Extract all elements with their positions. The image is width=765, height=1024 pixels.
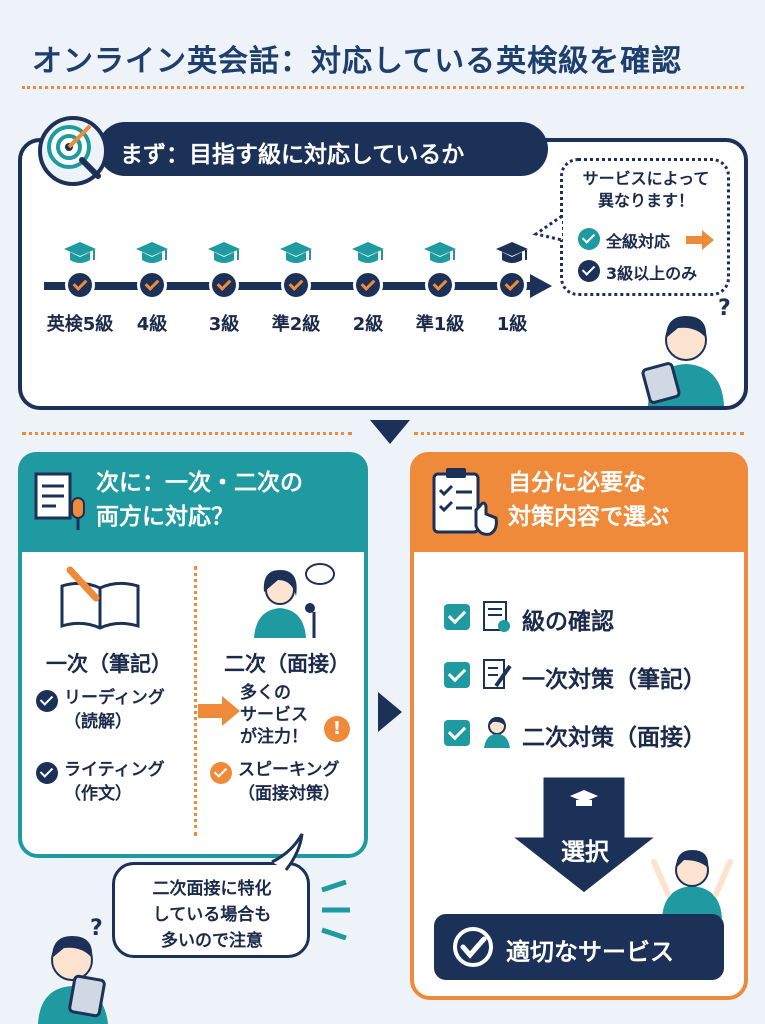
- column-divider: [194, 566, 197, 836]
- emphasis-lines-icon: [321, 880, 350, 940]
- option-all-grades: 全級対応: [606, 232, 671, 251]
- check-icon: [72, 276, 88, 291]
- timeline-arrowhead: [530, 274, 552, 298]
- check-icon: [578, 260, 600, 282]
- grade-label: 4級: [136, 314, 168, 335]
- target-icon: [38, 116, 108, 186]
- check-icon: [216, 276, 232, 291]
- check-icon: [36, 690, 58, 712]
- divider: [22, 432, 352, 435]
- grade-node: [209, 270, 239, 300]
- checklist-item: 二次対策（面接）: [522, 725, 706, 751]
- book-pencil-icon: [60, 566, 140, 630]
- grade-node: [137, 270, 167, 300]
- person-with-tablet-illustration: [641, 316, 724, 406]
- section3-heading: 自分に必要な 対策内容で選ぶ: [508, 470, 669, 530]
- question-mark: ?: [90, 916, 103, 941]
- grade-label: 準2級: [271, 314, 321, 335]
- check-icon: [578, 228, 600, 250]
- interview-speaker-icon: [254, 563, 335, 638]
- alert-icon: !: [324, 716, 350, 742]
- check-icon: [144, 276, 160, 291]
- check-circle-icon: [453, 927, 493, 967]
- writing-item: ライティング （作文）: [64, 760, 165, 804]
- person-icon: [484, 717, 510, 748]
- grade-label: 準1級: [415, 314, 465, 335]
- caution-text: 二次面接に特化 している場合も 多いので注意: [152, 879, 272, 951]
- arrow-right-icon: [686, 230, 714, 250]
- checkbox-checked: [444, 662, 470, 688]
- checkbox-checked: [444, 720, 470, 746]
- graduation-cap-icon: [136, 242, 168, 263]
- check-icon: [36, 762, 58, 784]
- check-icon: [210, 762, 232, 784]
- select-arrow: [506, 774, 662, 896]
- many-services-note: 多くの サービス が注力！: [240, 683, 308, 747]
- speaking-item: スピーキング （面接対策）: [238, 760, 340, 804]
- result-label: 適切なサービス: [506, 938, 674, 966]
- grade-node: [281, 270, 311, 300]
- check-icon: [504, 276, 520, 291]
- bubble-tail: [532, 214, 563, 242]
- graduation-cap-icon: [208, 242, 240, 263]
- check-icon: [288, 276, 304, 291]
- suitable-service-button: 適切なサービス: [434, 914, 724, 980]
- graduation-cap-icon: [352, 242, 384, 263]
- question-mark: ?: [718, 296, 731, 321]
- check-icon: [432, 276, 448, 291]
- reading-item: リーディング （読解）: [64, 688, 165, 732]
- bubble-tail: [271, 833, 304, 871]
- check-icon: [360, 276, 376, 291]
- down-arrow: [370, 420, 410, 444]
- grade-node: [425, 270, 455, 300]
- select-label: 選択: [561, 838, 609, 866]
- bubble-text: サービスによって 異なります！: [582, 169, 710, 210]
- option-grade3-up: 3級以上のみ: [606, 264, 698, 283]
- written-exam-title: 一次（筆記）: [46, 652, 172, 676]
- graduation-cap-icon: [496, 242, 528, 263]
- arrow-right-icon: [198, 696, 240, 726]
- grade-node: [353, 270, 383, 300]
- certificate-icon: [483, 601, 510, 632]
- divider: [414, 432, 744, 435]
- checkbox-checked: [444, 604, 470, 630]
- graduation-cap-icon: [280, 242, 312, 263]
- interview-exam-title: 二次（面接）: [224, 652, 350, 676]
- graduation-cap-icon: [424, 242, 456, 263]
- checklist-item: 級の確認: [522, 609, 614, 635]
- page-title: オンライン英会話：対応している英検級を確認: [32, 44, 683, 79]
- graduation-cap-icon: [64, 242, 96, 263]
- section1-heading: まず：目指す級に対応しているか: [98, 122, 548, 176]
- person-thinking-illustration: [38, 936, 108, 1024]
- document-mic-icon: [34, 472, 85, 530]
- grade-node: [65, 270, 95, 300]
- clipboard-checklist-icon: [432, 468, 498, 536]
- grade-label: 1級: [496, 314, 528, 335]
- grade-label: 2級: [352, 314, 384, 335]
- grade-label: 3級: [208, 314, 240, 335]
- grade-label: 英検5級: [46, 314, 114, 335]
- checklist-item: 一次対策（筆記）: [522, 667, 706, 693]
- caution-bubble: [112, 862, 310, 958]
- divider: [22, 86, 744, 89]
- right-arrow: [378, 692, 402, 732]
- cheering-person-illustration: [651, 850, 733, 918]
- grade-node: [497, 270, 527, 300]
- section2-heading: 次に：一次・二次の 両方に対応？: [96, 470, 303, 530]
- edit-document-icon: [483, 659, 512, 689]
